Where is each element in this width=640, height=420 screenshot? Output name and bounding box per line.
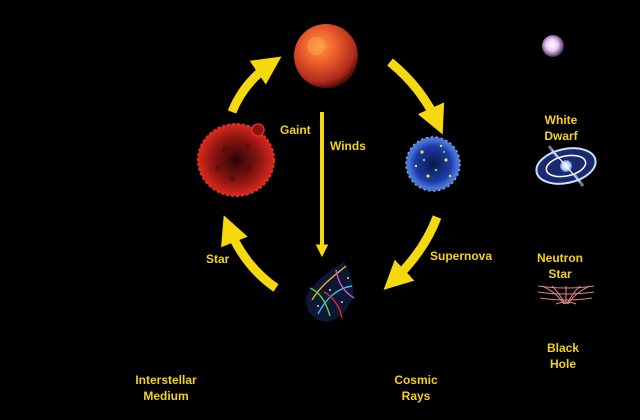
label-white-dwarf: White Dwarf — [544, 113, 578, 143]
black-hole-image — [537, 285, 595, 305]
label-cosmic-rays: Cosmic Rays — [394, 373, 438, 403]
label-neutron-star: Neutron Star — [537, 251, 583, 281]
label-giant: Gaint — [280, 123, 311, 137]
label-star: Star — [206, 252, 230, 266]
label-supernova: Supernova — [430, 249, 493, 263]
label-interstellar-medium: Interstellar Medium — [135, 373, 197, 403]
sun-image — [294, 24, 358, 88]
supernova-remnant-image — [405, 136, 461, 192]
arrow-supernova-to-medium — [383, 215, 442, 290]
interstellar-nebula-image — [305, 262, 355, 322]
cycle-arrows — [221, 56, 445, 292]
white-dwarf-image — [542, 35, 564, 57]
arrow-medium-to-star — [221, 215, 279, 292]
label-black-hole: Black Hole — [546, 341, 580, 371]
arrow-star-to-giant — [227, 56, 282, 114]
red-giant-image — [197, 123, 275, 197]
neutron-star-image — [535, 145, 597, 187]
arrow-sun-to-supernova — [387, 58, 445, 135]
label-winds: Winds — [330, 139, 366, 153]
